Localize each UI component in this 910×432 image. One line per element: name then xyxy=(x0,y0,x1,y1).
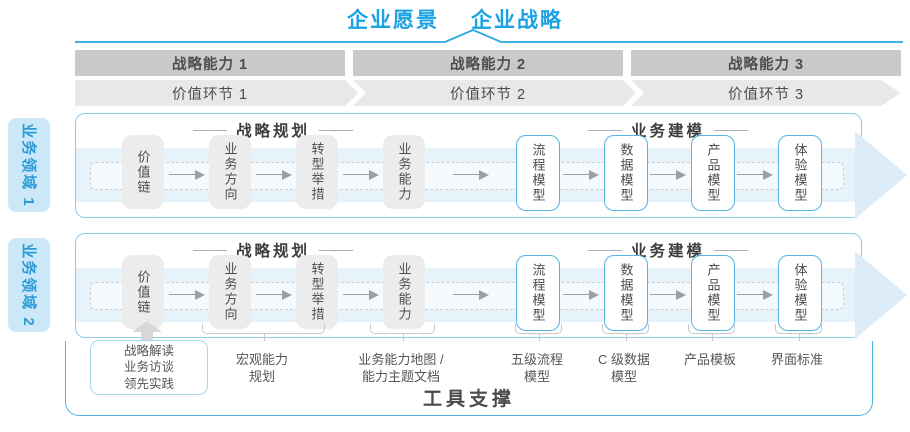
box-product-model: 产品模型 xyxy=(691,255,735,331)
flow-arrow-icon xyxy=(563,290,599,301)
brace-icon xyxy=(370,324,435,341)
capability-bar-1: 战略能力 1 xyxy=(75,50,345,76)
vision-connector-line xyxy=(75,29,903,43)
annotation-product-template: 产品模板 xyxy=(683,352,737,367)
tool-support-label: 工具支撑 xyxy=(422,389,515,410)
domain-tab-2: 业务领域 2 xyxy=(8,238,50,332)
box-transformation-initiatives: 转型举措 xyxy=(296,255,338,329)
box-business-direction: 业务方向 xyxy=(209,135,251,209)
brace-icon xyxy=(775,324,822,341)
box-business-capability: 业务能力 xyxy=(383,255,425,329)
callout-inputs-box: 战略解读 业务访谈 领先实践 xyxy=(90,340,208,395)
box-experience-model: 体验模型 xyxy=(778,135,822,211)
flow-arrow-icon xyxy=(343,290,379,301)
domain-tab-1-label: 业务领域 1 xyxy=(19,122,37,208)
annotation-ui-standard: 界面标准 xyxy=(770,352,824,367)
box-data-model: 数据模型 xyxy=(604,135,648,211)
domain-row-2: 战略规划 业务建模 价值链 业务方向 转型举措 业务能力 流程模型 数据模型 产… xyxy=(75,233,907,339)
box-business-capability: 业务能力 xyxy=(383,135,425,209)
domain-row-1: 战略规划 业务建模 价值链 业务方向 转型举措 业务能力 流程模型 数据模型 产… xyxy=(75,113,907,219)
callout-line: 战略解读 xyxy=(123,344,174,359)
header-line-icon xyxy=(319,249,354,251)
up-arrow-icon xyxy=(132,321,162,341)
annotation-macro-capability: 宏观能力规划 xyxy=(235,352,289,385)
value-chain-label-1: 价值环节 1 xyxy=(171,86,249,103)
flow-arrow-icon xyxy=(453,170,489,181)
box-value-chain: 价值链 xyxy=(122,135,164,209)
annotation-capability-map: 业务能力地图 /能力主题文档 xyxy=(358,352,444,385)
diagram-title: 企业愿景 企业战略 xyxy=(0,4,910,34)
section-header-modeling: 业务建模 xyxy=(587,239,749,261)
box-data-model: 数据模型 xyxy=(604,255,648,331)
flow-arrow-icon xyxy=(343,170,379,181)
section-header-modeling: 业务建模 xyxy=(587,119,749,141)
capability-bar-2: 战略能力 2 xyxy=(353,50,623,76)
tool-support-container: 工具支撑 xyxy=(65,341,873,416)
planning-title: 战略规划 xyxy=(235,123,311,140)
box-product-model: 产品模型 xyxy=(691,135,735,211)
callout-line: 业务访谈 xyxy=(123,360,174,375)
flow-arrow-icon xyxy=(650,170,686,181)
domain-tab-1: 业务领域 1 xyxy=(8,118,50,212)
brace-icon xyxy=(688,324,735,341)
header-line-icon xyxy=(714,249,749,251)
box-process-model: 流程模型 xyxy=(516,135,560,211)
callout-line: 领先实践 xyxy=(123,376,174,391)
strategy-title: 企业战略 xyxy=(471,9,563,32)
value-chain-label-3: 价值环节 3 xyxy=(727,86,805,103)
header-line-icon xyxy=(319,129,354,131)
header-line-icon xyxy=(587,249,622,251)
brace-icon xyxy=(602,324,649,341)
flow-arrow-icon xyxy=(453,290,489,301)
brace-icon xyxy=(202,324,325,341)
flow-arrow-icon xyxy=(169,290,205,301)
box-value-chain: 价值链 xyxy=(122,255,164,329)
section-header-planning: 战略规划 xyxy=(192,239,354,261)
modeling-title: 业务建模 xyxy=(630,123,706,140)
flow-arrow-icon xyxy=(737,290,773,301)
annotation-data-model: C 级数据模型 xyxy=(597,352,651,385)
annotation-process-model: 五级流程模型 xyxy=(510,352,564,385)
flow-arrow-icon xyxy=(256,290,292,301)
header-line-icon xyxy=(587,129,622,131)
vision-title: 企业愿景 xyxy=(347,9,439,32)
header-line-icon xyxy=(714,129,749,131)
box-experience-model: 体验模型 xyxy=(778,255,822,331)
value-chain-band xyxy=(75,80,901,106)
capability-bar-3: 战略能力 3 xyxy=(631,50,901,76)
domain-tab-2-label: 业务领域 2 xyxy=(19,242,37,328)
flow-arrow-icon xyxy=(650,290,686,301)
modeling-title: 业务建模 xyxy=(630,243,706,260)
header-line-icon xyxy=(192,249,227,251)
planning-title: 战略规划 xyxy=(235,243,311,260)
flow-arrow-icon xyxy=(563,170,599,181)
value-chain-label-2: 价值环节 2 xyxy=(449,86,527,103)
flow-arrow-icon xyxy=(737,170,773,181)
section-header-planning: 战略规划 xyxy=(192,119,354,141)
box-transformation-initiatives: 转型举措 xyxy=(296,135,338,209)
brace-icon xyxy=(515,324,562,341)
flow-arrow-icon xyxy=(169,170,205,181)
header-line-icon xyxy=(192,129,227,131)
box-process-model: 流程模型 xyxy=(516,255,560,331)
flow-arrow-icon xyxy=(256,170,292,181)
box-business-direction: 业务方向 xyxy=(209,255,251,329)
